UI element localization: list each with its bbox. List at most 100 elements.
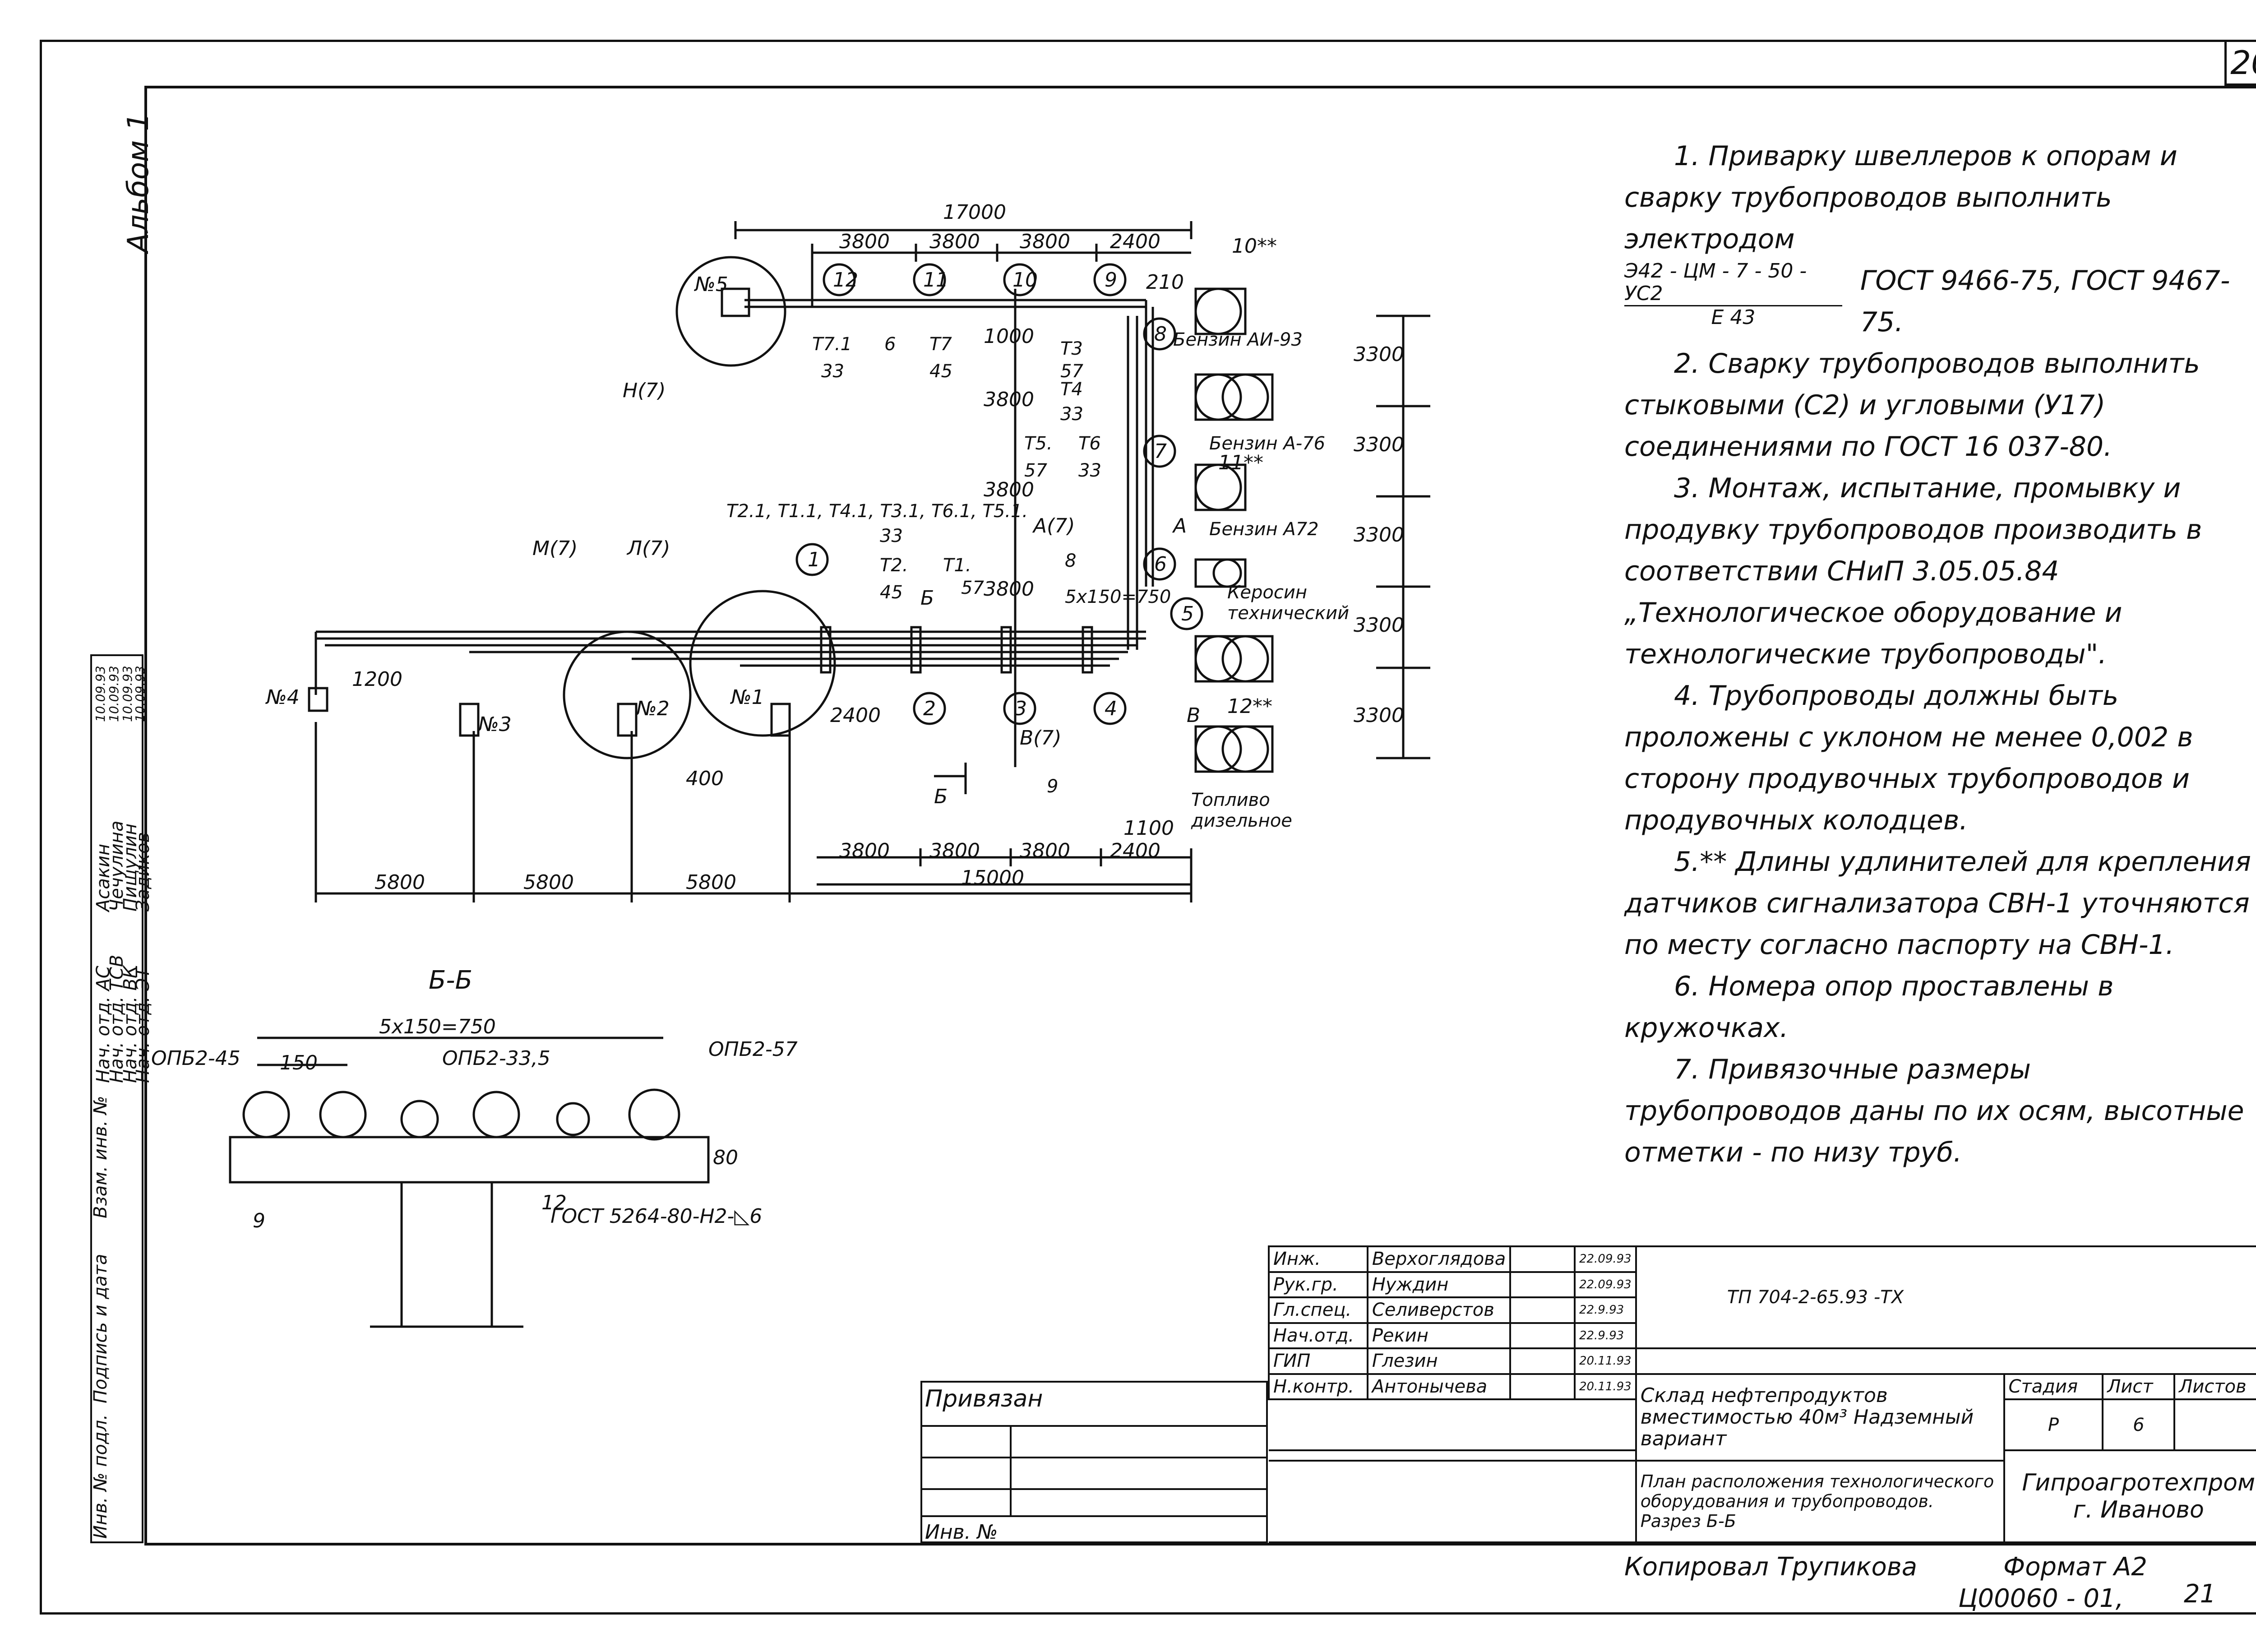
dim-v-2400: 2400: [830, 704, 881, 727]
ref-a7: A(7): [1033, 514, 1075, 537]
section-dim-150: 150: [280, 1051, 318, 1074]
support-2: 2: [923, 697, 936, 720]
inv-label: Инв. №: [925, 1521, 998, 1544]
well-2: №2: [636, 697, 670, 720]
sheet-outer-border: [40, 40, 2256, 1615]
side-col-sign: Подпись и дата: [90, 1254, 111, 1403]
tb-date-6: 20.11.93: [1573, 1373, 1637, 1401]
tb-date-5: 20.11.93: [1573, 1347, 1637, 1375]
dim-right-3: 3300: [1354, 523, 1404, 546]
tb-role-4: Нач.отд.: [1268, 1322, 1368, 1350]
privyazan-block: [920, 1381, 1268, 1543]
side-stamp: [90, 654, 143, 1543]
pipe-t6: T6: [1078, 433, 1101, 454]
tb-name-2: Нуждин: [1366, 1271, 1512, 1299]
tank-a76: Бензин А-76: [1209, 433, 1326, 454]
electrode-type: Е 43: [1711, 306, 1756, 329]
dim-v-3800-c: 3800: [984, 578, 1034, 601]
tb-date-4: 22.9.93: [1573, 1322, 1637, 1350]
tb-stage-h: Стадия: [2003, 1373, 2104, 1401]
ref-a: A: [1173, 514, 1187, 537]
support-4: 4: [1105, 697, 1117, 720]
pipe-t1: T1.: [943, 555, 971, 576]
pipe-t3: T3: [1060, 338, 1083, 359]
well-5: №5: [695, 273, 728, 296]
support-5: 5: [1181, 602, 1194, 625]
tb-name-6: Антонычева: [1366, 1373, 1512, 1401]
dim-top-4: 2400: [1110, 230, 1160, 253]
tb-date-3: 22.9.93: [1573, 1296, 1637, 1324]
ref-v7: В(7): [1020, 727, 1062, 750]
tank-a72: Бензин А72: [1209, 519, 1319, 540]
support-6: 6: [1154, 553, 1167, 576]
note-4: 4. Трубопроводы должны быть проложены с …: [1624, 680, 2193, 836]
dim-top-2: 3800: [929, 230, 980, 253]
tb-name-1: Верхоглядова: [1366, 1245, 1512, 1273]
drawing-frame: [144, 86, 2256, 1546]
pipe-t7-1-dia: 33: [821, 361, 844, 382]
support-10: 10: [1012, 268, 1038, 292]
pipe-6: 6: [884, 334, 896, 355]
tb-sheet-h: Лист: [2102, 1373, 2176, 1401]
note-5: 5.** Длины удлинителей для крепления дат…: [1624, 846, 2251, 961]
section-item-9: 9: [253, 1209, 265, 1232]
dim-bottom-2: 3800: [929, 839, 980, 862]
pipe-bundle-dia: 33: [880, 526, 903, 546]
privyazan-grid: [920, 1425, 1268, 1517]
dim-right-4: 3300: [1354, 614, 1404, 637]
dim-left-2: 5800: [523, 871, 574, 894]
section-item-12: 12: [541, 1191, 567, 1214]
electrode-gost: ГОСТ 9466-75, ГОСТ 9467-75.: [1860, 265, 2230, 338]
dim-right-5: 3300: [1354, 704, 1404, 727]
side-row-et: Нач. отд. ЭТ: [133, 967, 153, 1083]
note-1-electrode: Э42 - ЦМ - 7 - 50 - УС2 Е 43 ГОСТ 9466-7…: [1624, 260, 2256, 343]
support-7: 7: [1154, 440, 1167, 463]
mark-10: 10**: [1232, 235, 1277, 258]
well-3: №3: [478, 713, 512, 736]
tb-role-3: Гл.спец.: [1268, 1296, 1368, 1324]
pipe-t2: T2.: [880, 555, 908, 576]
tb-stage: Р: [2003, 1398, 2104, 1452]
section-weld: ГОСТ 5264-80-Н2-◺6: [550, 1205, 763, 1228]
side-col-inv: Инв. № подл.: [90, 1414, 111, 1539]
pipe-t4: T4: [1060, 379, 1083, 400]
section-opb2-33: ОПБ2-33,5: [442, 1047, 550, 1070]
dim-bottom-total: 15000: [961, 866, 1024, 889]
page-number: 20: [2224, 40, 2256, 86]
tb-project: Склад нефтепродуктов вместимостью 40м³ Н…: [1635, 1373, 2005, 1462]
tb-date-1: 22.09.93: [1573, 1245, 1637, 1273]
pipe-t6-dia: 33: [1078, 460, 1101, 481]
pipe-item-8: 8: [1065, 551, 1077, 571]
side-col-vzam: Взам. инв. №: [90, 1096, 111, 1218]
dim-v-1000: 1000: [984, 325, 1034, 348]
dim-top-3: 3800: [1020, 230, 1070, 253]
section-dim-80: 80: [713, 1146, 738, 1169]
mark-11: 11**: [1218, 451, 1263, 474]
note-2: 2. Сварку трубопроводов выполнить стыков…: [1624, 348, 2200, 463]
dim-v-210: 210: [1146, 271, 1184, 294]
tb-role-5: ГИП: [1268, 1347, 1368, 1375]
ref-b-bottom: Б: [934, 785, 948, 808]
dim-left-1: 5800: [374, 871, 425, 894]
dim-bottom-1: 3800: [839, 839, 890, 862]
ref-m7: M(7): [532, 537, 578, 560]
support-8: 8: [1154, 323, 1167, 346]
support-11: 11: [923, 268, 948, 292]
pipe-t7-dia: 45: [929, 361, 952, 382]
ref-v: В: [1187, 704, 1201, 727]
electrode-spec: Э42 - ЦМ - 7 - 50 - УС2: [1624, 260, 1842, 306]
tb-name-4: Рекин: [1366, 1322, 1512, 1350]
side-date-4: 10.09.93: [133, 666, 148, 722]
well-1: №1: [731, 686, 764, 709]
tb-name-5: Глезин: [1366, 1347, 1512, 1375]
title-block: Инж. Верхоглядова 22.09.93 ТП 704-2-65.9…: [1268, 1245, 2256, 1544]
pipe-t5-dia: 57: [1024, 460, 1047, 481]
support-3: 3: [1014, 697, 1027, 720]
dim-left-3: 5800: [686, 871, 736, 894]
footer-num: 21: [2184, 1579, 2216, 1609]
tb-role-1: Инж.: [1268, 1245, 1368, 1273]
ref-h7: H(7): [623, 379, 666, 402]
dim-top-1: 3800: [839, 230, 890, 253]
